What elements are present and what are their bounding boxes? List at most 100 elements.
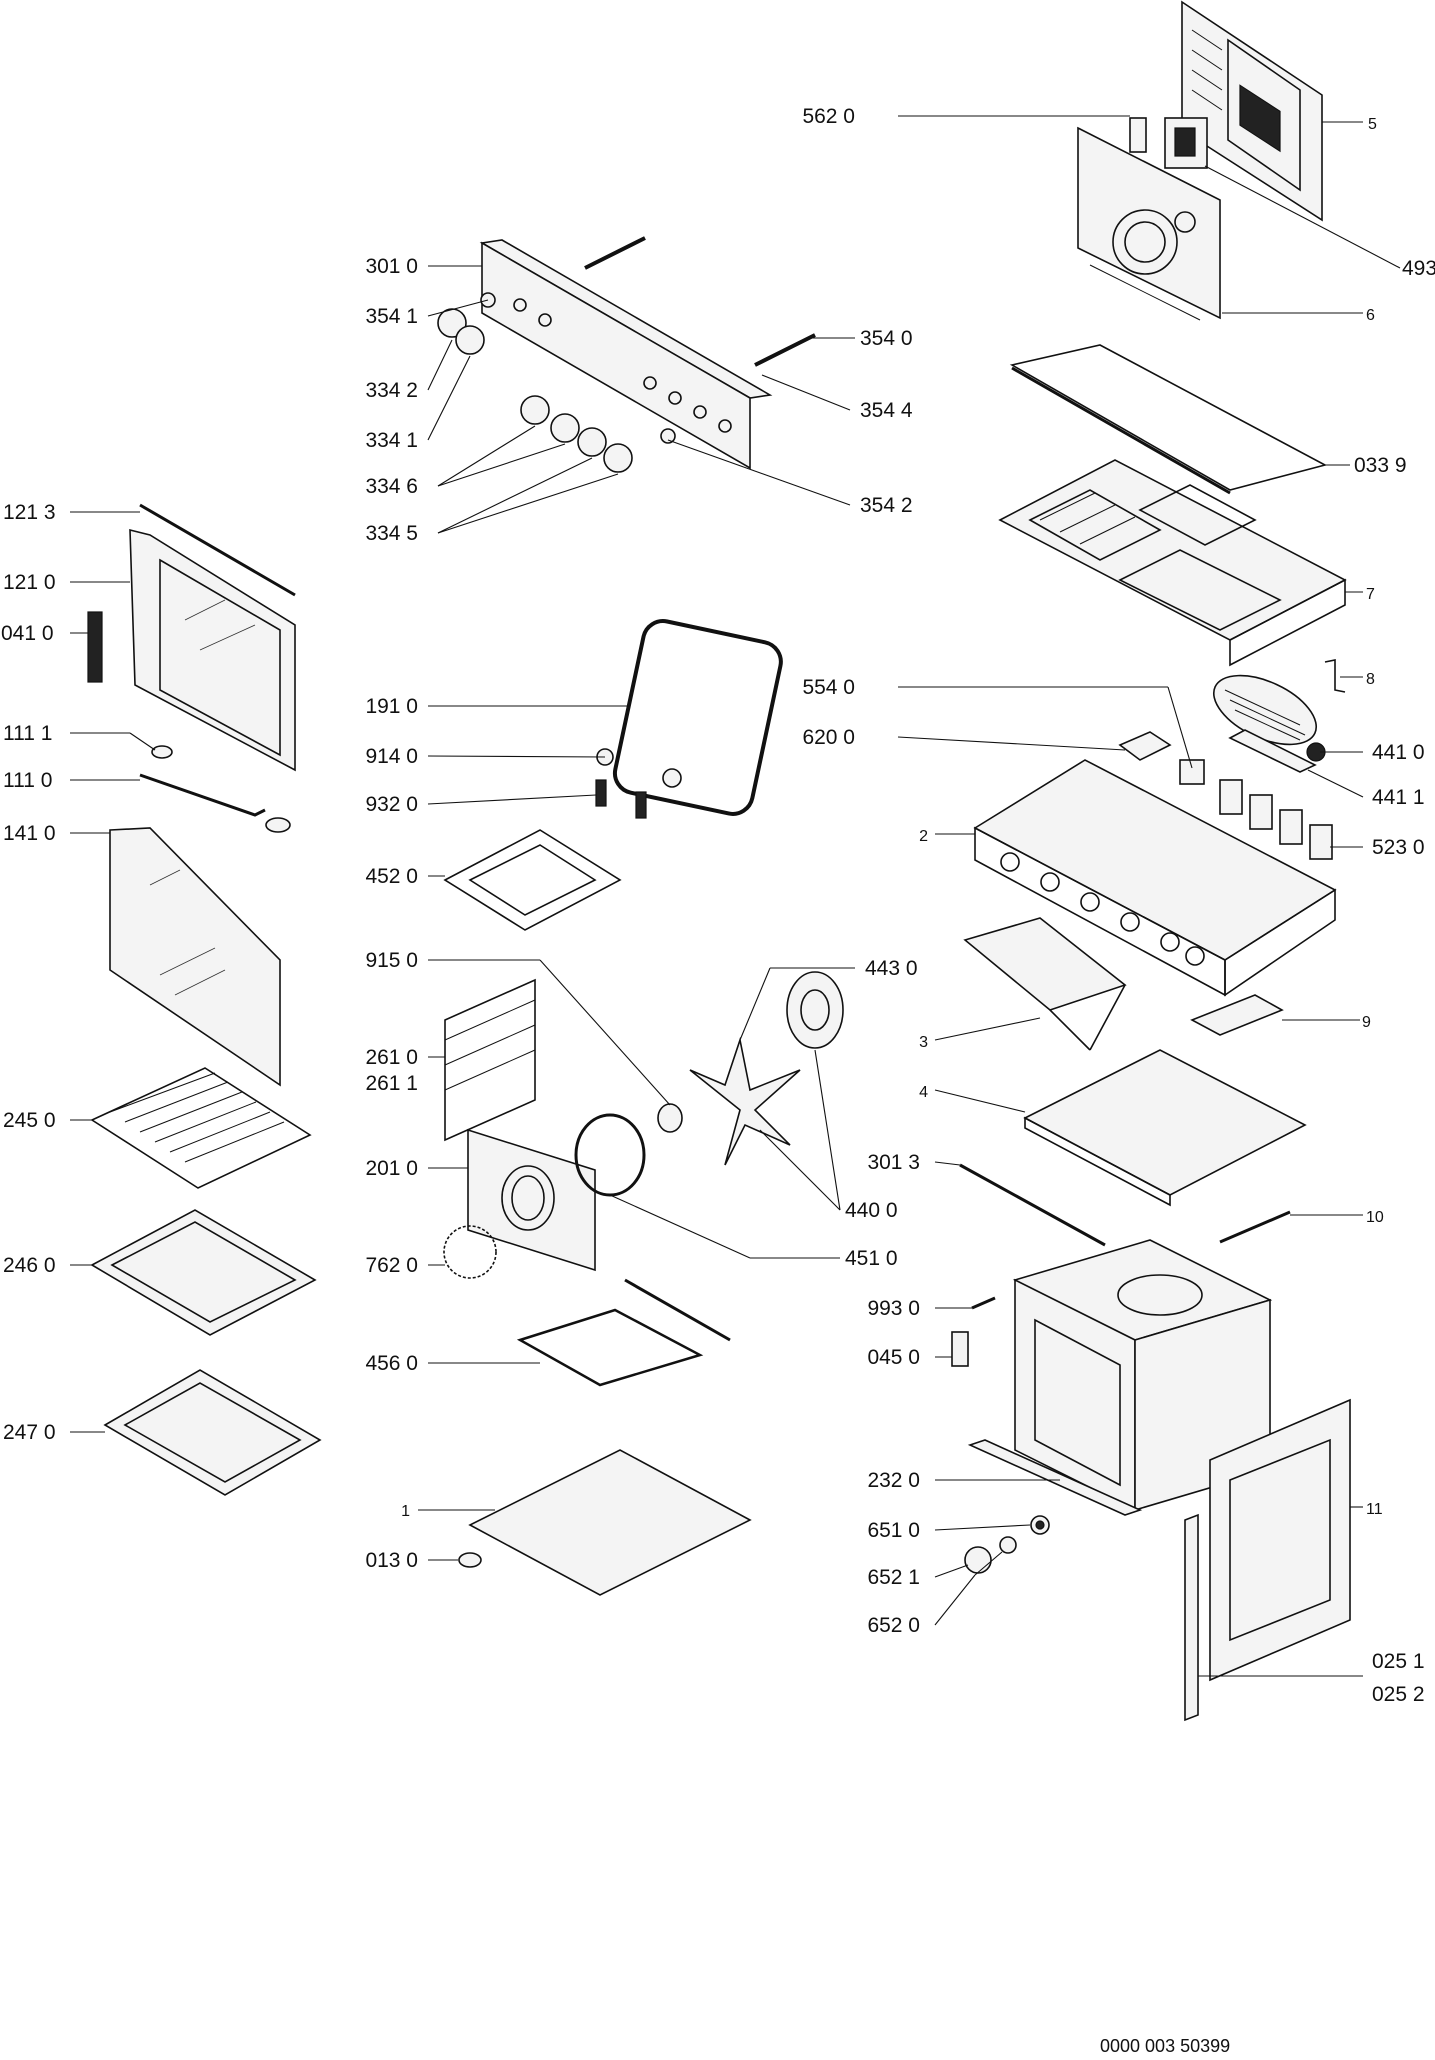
drip-pan xyxy=(103,1369,322,1496)
label-301-0: 301 0 xyxy=(365,255,418,278)
insulation-sheet xyxy=(1009,344,1328,495)
oven-door xyxy=(129,528,296,772)
label-562-0: 562 0 xyxy=(802,105,855,128)
bottom-plate xyxy=(468,1449,752,1596)
label-620-0: 620 0 xyxy=(802,726,855,749)
label-334-1: 334 1 xyxy=(365,429,418,452)
label-452-0: 452 0 xyxy=(365,865,418,888)
label-5: 5 xyxy=(1368,116,1377,133)
grill-element xyxy=(443,748,682,931)
label-121-3: 121 3 xyxy=(3,501,56,524)
fan-blade xyxy=(689,1036,801,1166)
label-111-1: 111 1 xyxy=(3,722,52,745)
knob-part-651 xyxy=(1030,1515,1050,1535)
label-651-0: 651 0 xyxy=(867,1519,920,1542)
label-025-2: 025 2 xyxy=(1372,1683,1425,1706)
label-247-0: 247 0 xyxy=(3,1421,56,1444)
tangential-fan xyxy=(1212,674,1326,762)
leader-lines xyxy=(70,115,1401,1677)
clip-part xyxy=(1324,659,1346,693)
label-201-0: 201 0 xyxy=(365,1157,418,1180)
label-915-0: 915 0 xyxy=(365,949,418,972)
fan-motor xyxy=(786,971,844,1049)
label-7: 7 xyxy=(1366,586,1375,603)
label-6: 6 xyxy=(1366,307,1375,324)
label-354-1: 354 1 xyxy=(365,305,418,328)
hinge-washer xyxy=(151,745,173,759)
hinge-rail xyxy=(1184,1513,1199,1722)
hinge-bracket xyxy=(951,1331,969,1367)
baking-tray xyxy=(90,1209,317,1336)
door-gasket xyxy=(612,619,783,816)
lamp-cover xyxy=(443,1225,497,1279)
label-993-0: 993 0 xyxy=(867,1297,920,1320)
control-box xyxy=(973,759,1337,997)
label-141-0: 141 0 xyxy=(3,822,56,845)
switch-part xyxy=(1179,759,1205,785)
control-panel xyxy=(479,239,773,470)
bottom-tray xyxy=(1023,1049,1307,1207)
label-191-0: 191 0 xyxy=(365,695,418,718)
heat-deflector xyxy=(963,917,1127,1051)
hinge-pin xyxy=(139,773,291,833)
label-041-0: 041 0 xyxy=(1,622,54,645)
label-2: 2 xyxy=(919,828,928,845)
strip-301-3 xyxy=(959,1163,1106,1247)
bracket-part xyxy=(1129,117,1147,153)
label-440-0: 440 0 xyxy=(845,1199,898,1222)
label-451-0: 451 0 xyxy=(845,1247,898,1270)
label-11: 11 xyxy=(1366,1501,1383,1518)
label-652-0: 652 0 xyxy=(867,1614,920,1637)
door-frame xyxy=(1209,1398,1351,1682)
front-strip xyxy=(967,1439,1143,1516)
label-354-2: 354 2 xyxy=(860,494,913,517)
label-334-5: 334 5 xyxy=(365,522,418,545)
label-025-1: 025 1 xyxy=(1372,1650,1425,1673)
label-10: 10 xyxy=(1366,1209,1384,1226)
door-glass xyxy=(109,827,281,1087)
spindles xyxy=(584,236,816,367)
knob-part-652 xyxy=(964,1536,1017,1574)
label-4: 4 xyxy=(919,1084,928,1101)
label-354-4: 354 4 xyxy=(860,399,913,422)
top-cover xyxy=(998,459,1347,667)
label-121-0: 121 0 xyxy=(3,571,56,594)
label-111-0: 111 0 xyxy=(3,769,52,792)
label-1: 1 xyxy=(401,1503,410,1520)
side-rails xyxy=(444,978,536,1142)
label-456-0: 456 0 xyxy=(365,1352,418,1375)
fan-cover xyxy=(467,1128,596,1272)
label-033-9: 033 9 xyxy=(1354,454,1407,477)
label-301-3: 301 3 xyxy=(867,1151,920,1174)
door-trim xyxy=(139,503,296,597)
part-labels: 562 0 5 493 0 6 033 9 7 8 554 0 620 0 44… xyxy=(1,105,1435,2056)
oven-rack xyxy=(90,1067,312,1189)
label-523-0: 523 0 xyxy=(1372,836,1425,859)
lamp-part xyxy=(657,1103,683,1133)
label-045-0: 045 0 xyxy=(867,1346,920,1369)
label-013-0: 013 0 xyxy=(365,1549,418,1572)
label-932-0: 932 0 xyxy=(365,793,418,816)
label-246-0: 246 0 xyxy=(3,1254,56,1277)
foot-part xyxy=(458,1552,482,1568)
label-652-1: 652 1 xyxy=(867,1566,920,1589)
label-354-0: 354 0 xyxy=(860,327,913,350)
transformer-part xyxy=(1164,117,1208,169)
label-245-0: 245 0 xyxy=(3,1109,56,1132)
rotary-switches xyxy=(1219,779,1333,860)
label-261-0: 261 0 xyxy=(365,1046,418,1069)
back-plate xyxy=(1077,126,1221,321)
rear-cover-panel xyxy=(1181,0,1323,222)
label-8: 8 xyxy=(1366,671,1375,688)
drawing-number: 0000 003 50399 xyxy=(1100,2036,1230,2056)
label-334-6: 334 6 xyxy=(365,475,418,498)
label-441-0: 441 0 xyxy=(1372,741,1425,764)
label-554-0: 554 0 xyxy=(802,676,855,699)
label-914-0: 914 0 xyxy=(365,745,418,768)
fan-ring-element xyxy=(574,1113,646,1197)
label-443-0: 443 0 xyxy=(865,957,918,980)
label-762-0: 762 0 xyxy=(365,1254,418,1277)
label-334-2: 334 2 xyxy=(365,379,418,402)
label-261-1: 261 1 xyxy=(365,1072,418,1095)
